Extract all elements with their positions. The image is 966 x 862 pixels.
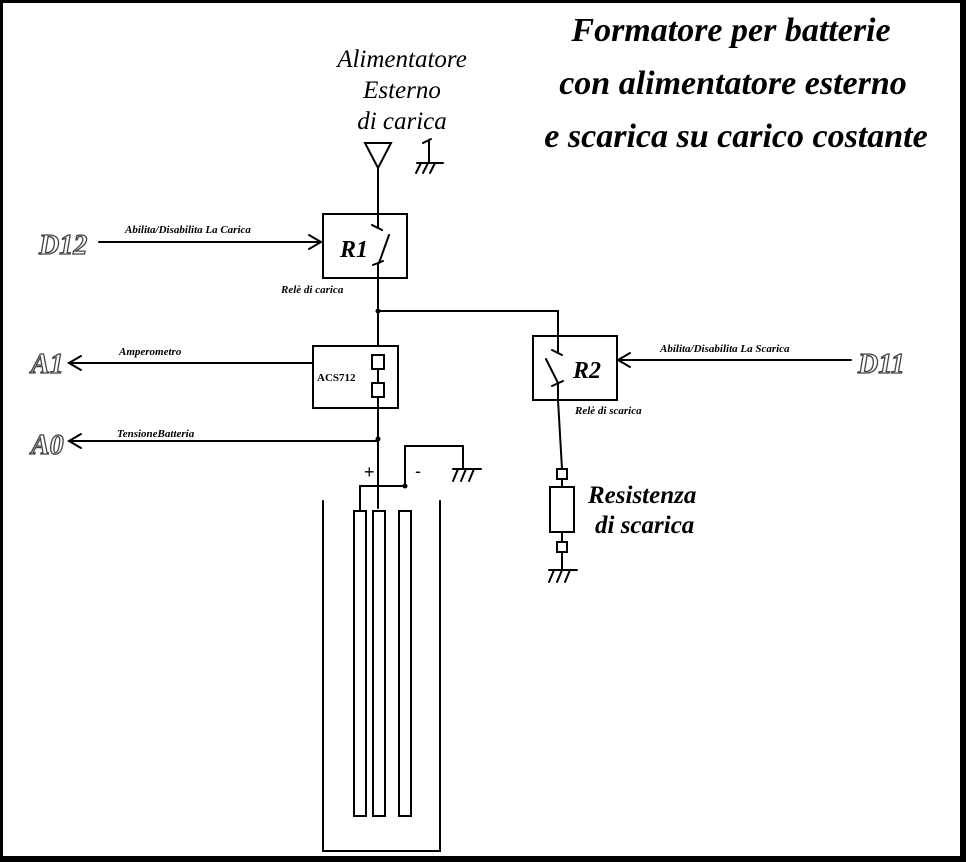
r2-to-resistor-wire — [557, 399, 563, 470]
supply-ground-icon — [415, 138, 444, 174]
relay-r1-switch-icon — [371, 213, 390, 279]
d11-arrow-icon — [616, 352, 631, 368]
battery-plate-1 — [353, 510, 367, 817]
d11-signal-label: Abilita/Disabilita La Scarica — [659, 343, 790, 355]
pin-d12-label: D12 — [38, 230, 87, 261]
resistor-label-line-2: di scarica — [595, 512, 694, 539]
supply-line-2: Esterno — [362, 77, 441, 104]
a0-signal-label: TensioneBatteria — [117, 428, 195, 440]
relay-r1-box — [322, 213, 408, 279]
title-line-2: con alimentatore esterno — [559, 65, 907, 102]
a0-arrow-icon — [67, 433, 82, 449]
title-line-3: e scarica su carico costante — [544, 118, 927, 155]
relay-r1-caption: Relè di carica — [280, 284, 344, 296]
battery-plate-3 — [398, 510, 412, 817]
relay-r2-name: R2 — [572, 358, 601, 384]
resistor-terminal-bottom — [556, 541, 568, 553]
relay-r2-caption: Relè di scarica — [574, 405, 642, 417]
pin-d11-label: D11 — [857, 349, 905, 380]
resistor-terminal-top — [556, 468, 568, 480]
battery-ground-icon — [452, 468, 482, 482]
battery-plate-2 — [372, 510, 386, 817]
d12-signal-label: Abilita/Disabilita La Carica — [124, 224, 251, 236]
d12-arrow-icon — [308, 234, 323, 250]
resistor-label-line-1: Resistenza — [587, 482, 696, 509]
resistor-ground-icon — [548, 569, 578, 583]
junction-node — [375, 308, 381, 314]
pin-a1-label: A1 — [29, 349, 64, 380]
relay-r2-switch-icon — [545, 335, 564, 401]
battery-container — [322, 500, 441, 852]
title-line-1: Formatore per batterie — [570, 12, 890, 49]
discharge-resistor-symbol — [549, 486, 575, 533]
supply-line-1: Alimentatore — [335, 46, 467, 73]
supply-terminal-symbol — [363, 142, 393, 171]
acs712-label: ACS712 — [317, 372, 356, 384]
battery-plus-sign: + — [364, 462, 375, 482]
pin-a0-label: A0 — [29, 430, 64, 461]
a1-signal-label: Amperometro — [118, 346, 182, 358]
battery-former-schematic: Formatore per batterie con alimentatore … — [28, 12, 928, 852]
diagram-title: Formatore per batterie con alimentatore … — [544, 12, 927, 155]
relay-r2-box — [532, 335, 618, 401]
external-supply-label: Alimentatore Esterno di carica — [335, 46, 467, 135]
a1-arrow-icon — [67, 355, 82, 371]
relay-r1-name: R1 — [339, 237, 368, 263]
supply-line-3: di carica — [357, 108, 447, 135]
battery-minus-sign: - — [415, 461, 421, 481]
